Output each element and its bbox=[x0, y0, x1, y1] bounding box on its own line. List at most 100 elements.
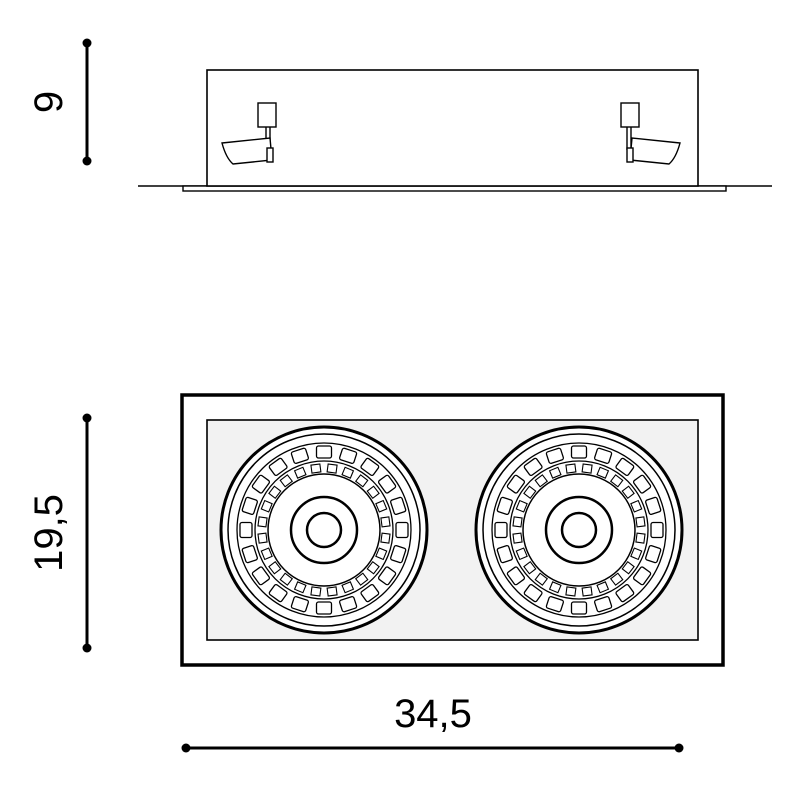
reflector-facet bbox=[293, 466, 307, 479]
reflector-facet bbox=[380, 516, 391, 528]
reflector-facet bbox=[545, 447, 565, 464]
reflector-facet bbox=[315, 601, 333, 615]
reflector-facet bbox=[545, 596, 565, 613]
reflector-facet bbox=[257, 516, 268, 528]
reflector-facet bbox=[630, 499, 643, 513]
reflector-facet bbox=[375, 499, 388, 513]
reflector-facet bbox=[341, 581, 355, 594]
side-view: 9 bbox=[27, 38, 772, 192]
reflector-facet bbox=[326, 463, 338, 474]
reflector-facet bbox=[279, 474, 294, 488]
reflector-facet bbox=[239, 521, 253, 539]
reflector-facet bbox=[570, 601, 588, 615]
reflector-facet bbox=[494, 521, 508, 539]
width-dimension: 34,5 bbox=[181, 692, 684, 753]
lamp-ring bbox=[254, 460, 394, 600]
lamp-left bbox=[219, 425, 429, 635]
reflector-facet bbox=[293, 581, 307, 594]
reflector-facet bbox=[496, 544, 513, 564]
reflector-facet bbox=[341, 466, 355, 479]
reflector-facet bbox=[632, 566, 652, 586]
lamp-center bbox=[560, 511, 598, 549]
reflector-facet bbox=[609, 474, 624, 488]
reflector-facet bbox=[523, 560, 537, 575]
reflector-facet bbox=[621, 560, 635, 575]
reflector-facet bbox=[523, 583, 543, 603]
top-view: 19,5 34,5 bbox=[27, 393, 725, 753]
reflector-facet bbox=[395, 521, 409, 539]
spring-clip-left bbox=[221, 102, 277, 165]
reflector-facet bbox=[645, 544, 662, 564]
reflector-facet bbox=[290, 447, 310, 464]
spring-clip-right bbox=[620, 102, 681, 165]
reflector-facet bbox=[621, 485, 635, 500]
reflector-facet bbox=[632, 474, 652, 494]
reflector-facet bbox=[506, 474, 526, 494]
reflector-facet bbox=[615, 457, 635, 477]
width-label: 34,5 bbox=[394, 692, 472, 736]
reflector-facet bbox=[635, 516, 646, 528]
reflector-facet bbox=[257, 532, 268, 544]
reflector-facet bbox=[260, 499, 273, 513]
reflector-facet bbox=[360, 457, 380, 477]
reflector-facet bbox=[241, 544, 258, 564]
reflector-facet bbox=[251, 474, 271, 494]
height-label: 9 bbox=[27, 91, 71, 113]
reflector-facet bbox=[326, 586, 338, 597]
reflector-facet bbox=[581, 463, 593, 474]
reflector-facet bbox=[279, 572, 294, 586]
lamp-center bbox=[305, 511, 343, 549]
reflector-facet bbox=[241, 496, 258, 516]
reflector-facet bbox=[548, 581, 562, 594]
reflector-facet bbox=[290, 596, 310, 613]
reflector-facet bbox=[260, 547, 273, 561]
reflector-facet bbox=[565, 463, 577, 474]
reflector-facet bbox=[565, 586, 577, 597]
reflector-facet bbox=[390, 544, 407, 564]
lamp-ring bbox=[509, 460, 649, 600]
reflector-facet bbox=[310, 586, 322, 597]
reflector-facet bbox=[366, 485, 380, 500]
housing-body bbox=[206, 69, 699, 187]
reflector-facet bbox=[268, 457, 288, 477]
reflector-facet bbox=[354, 572, 369, 586]
reflector-facet bbox=[512, 532, 523, 544]
reflector-facet bbox=[523, 457, 543, 477]
reflector-facet bbox=[534, 572, 549, 586]
lamp-ring bbox=[491, 442, 667, 618]
lamp-ring bbox=[236, 442, 412, 618]
reflector-facet bbox=[377, 566, 397, 586]
depth-label: 19,5 bbox=[27, 494, 71, 572]
reflector-facet bbox=[570, 445, 588, 459]
reflector-facet bbox=[515, 499, 528, 513]
reflector-facet bbox=[360, 583, 380, 603]
height-dimension: 9 bbox=[27, 38, 92, 166]
reflector-facet bbox=[581, 586, 593, 597]
reflector-facet bbox=[377, 474, 397, 494]
reflector-facet bbox=[609, 572, 624, 586]
reflector-facet bbox=[268, 583, 288, 603]
reflector-facet bbox=[635, 532, 646, 544]
reflector-facet bbox=[268, 485, 282, 500]
reflector-facet bbox=[366, 560, 380, 575]
reflector-facet bbox=[515, 547, 528, 561]
reflector-facet bbox=[375, 547, 388, 561]
reflector-facet bbox=[251, 566, 271, 586]
reflector-facet bbox=[496, 496, 513, 516]
reflector-facet bbox=[354, 474, 369, 488]
reflector-facet bbox=[390, 496, 407, 516]
reflector-facet bbox=[645, 496, 662, 516]
depth-dimension: 19,5 bbox=[27, 413, 92, 653]
reflector-facet bbox=[534, 474, 549, 488]
reflector-facet bbox=[506, 566, 526, 586]
reflector-facet bbox=[596, 581, 610, 594]
reflector-facet bbox=[615, 583, 635, 603]
reflector-facet bbox=[548, 466, 562, 479]
reflector-facet bbox=[338, 447, 358, 464]
reflector-facet bbox=[338, 596, 358, 613]
reflector-facet bbox=[310, 463, 322, 474]
reflector-facet bbox=[315, 445, 333, 459]
lamp-right bbox=[474, 425, 684, 635]
reflector-facet bbox=[596, 466, 610, 479]
